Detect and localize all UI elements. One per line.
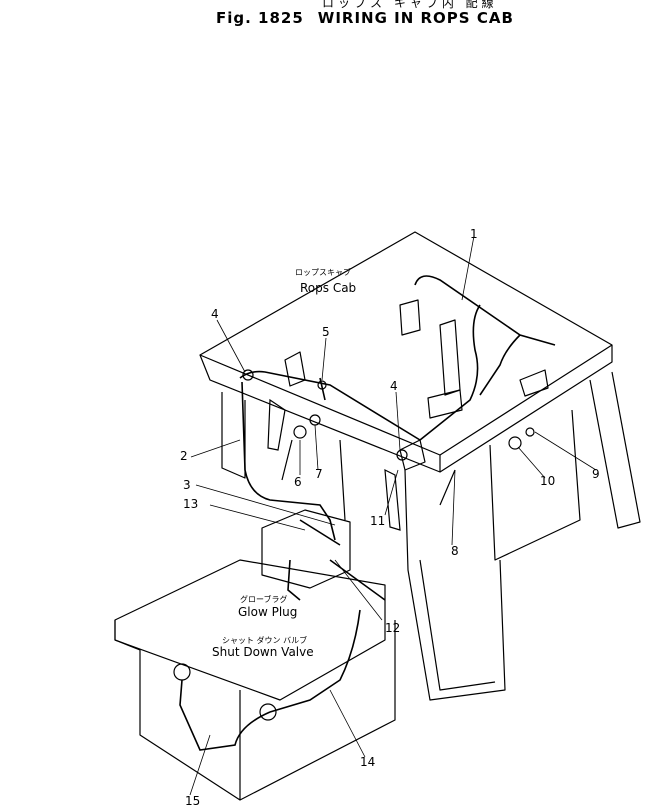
shut-down-valve-label: Shut Down Valve bbox=[212, 645, 314, 659]
harness-3 bbox=[299, 519, 386, 601]
figure-title: Fig. 1825 WIRING IN ROPS CAB bbox=[216, 9, 514, 27]
callout-10: 10 bbox=[540, 474, 555, 488]
callout-12: 12 bbox=[385, 621, 400, 635]
callout-3: 3 bbox=[183, 478, 191, 492]
callout-4b: 4 bbox=[390, 379, 398, 393]
cab-main-column bbox=[404, 469, 506, 701]
figure-number: Fig. 1825 bbox=[216, 9, 304, 27]
components bbox=[173, 369, 535, 721]
rops-cab-label-jp: ロップスキャブ bbox=[295, 267, 351, 277]
wiring-harness bbox=[179, 275, 556, 751]
tank-connector bbox=[173, 663, 191, 681]
callout-6: 6 bbox=[294, 475, 302, 489]
glow-plug-label-jp: グローブラグ bbox=[240, 594, 288, 604]
harness-1 bbox=[414, 275, 556, 441]
cab-structure bbox=[114, 231, 641, 801]
washer-10 bbox=[508, 436, 522, 450]
shut-down-valve bbox=[259, 703, 277, 721]
bolt-9 bbox=[525, 427, 535, 437]
glow-plug-label: Glow Plug bbox=[238, 605, 297, 619]
title-japanese: ロップス キャブ内 配線 bbox=[322, 0, 498, 10]
callout-8: 8 bbox=[451, 544, 459, 558]
callout-14: 14 bbox=[360, 755, 375, 769]
leader-lines bbox=[189, 235, 597, 796]
glow-plug-wire bbox=[287, 559, 301, 601]
callout-9: 9 bbox=[592, 467, 600, 481]
figure-title-text: WIRING IN ROPS CAB bbox=[317, 9, 514, 27]
callout-13: 13 bbox=[183, 497, 198, 511]
fuel-tank bbox=[114, 559, 386, 701]
rops-cab-label: Rops Cab bbox=[300, 281, 356, 295]
callout-4a: 4 bbox=[211, 307, 219, 321]
callout-11: 11 bbox=[370, 514, 385, 528]
cab-right-post bbox=[589, 371, 641, 529]
harness-2 bbox=[241, 381, 336, 541]
engine-block bbox=[261, 509, 351, 589]
shut-down-valve-label-jp: シャット ダウン バルブ bbox=[222, 635, 307, 645]
callout-2: 2 bbox=[180, 449, 188, 463]
clip-4b bbox=[396, 449, 408, 461]
callout-7: 7 bbox=[315, 467, 323, 481]
callout-15: 15 bbox=[185, 794, 200, 807]
harness-14-15 bbox=[179, 609, 361, 751]
callout-1: 1 bbox=[470, 227, 478, 241]
clip-4a bbox=[242, 369, 254, 381]
clip-5 bbox=[317, 380, 327, 390]
bolt-6 bbox=[293, 425, 307, 439]
cab-left-post bbox=[221, 392, 246, 479]
callout-5: 5 bbox=[322, 325, 330, 339]
